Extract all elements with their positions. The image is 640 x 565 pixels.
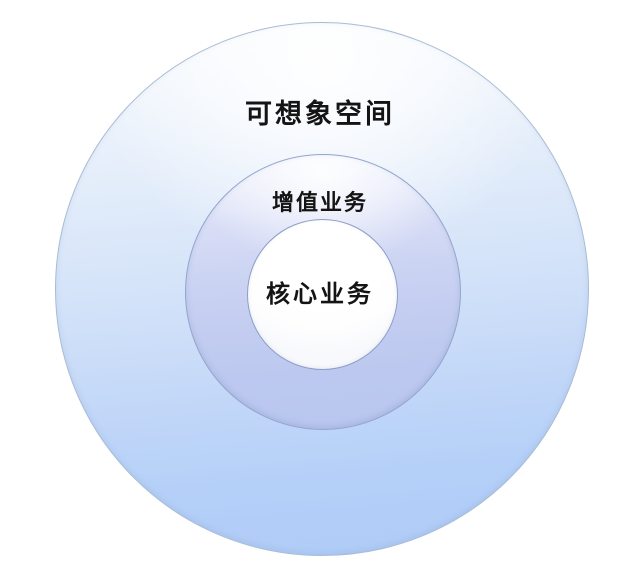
middle-circle-label: 增值业务 [271,191,368,216]
outer-circle-label: 可想象空间 [245,99,395,130]
inner-circle-core-business[interactable] [247,219,398,370]
inner-circle-label: 核心业务 [266,280,374,308]
